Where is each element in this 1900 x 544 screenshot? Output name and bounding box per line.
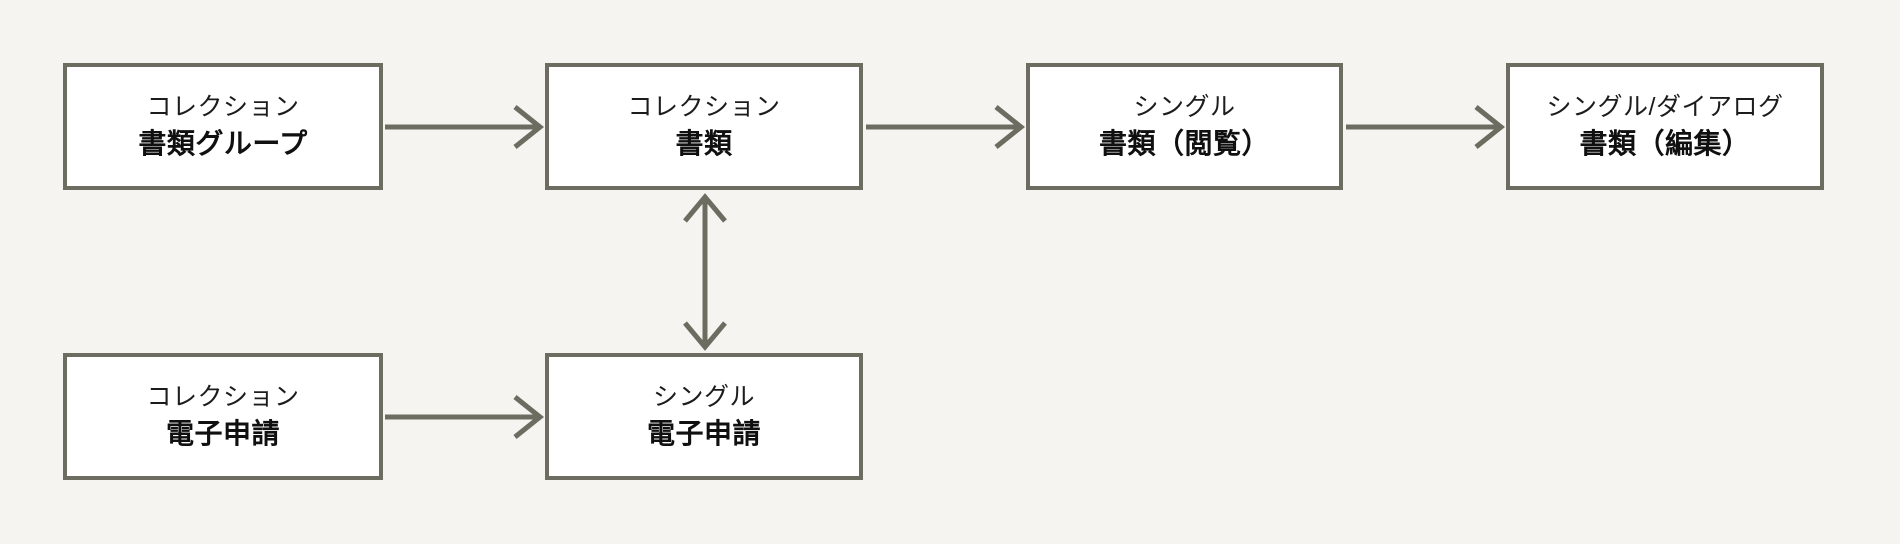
- node-kind-label: コレクション: [627, 92, 781, 121]
- arrow-document-eapp-bidirectional: [683, 193, 727, 351]
- node-kind-label: シングル: [652, 382, 755, 411]
- node-title-label: 電子申請: [165, 417, 280, 449]
- node-title-label: 書類: [675, 127, 733, 159]
- node-document-group-collection[interactable]: コレクション 書類グループ: [63, 63, 383, 190]
- node-title-label: 書類グループ: [138, 127, 308, 159]
- node-document-collection[interactable]: コレクション 書類: [545, 63, 863, 190]
- arrow-group-to-document: [385, 105, 545, 149]
- node-title-label: 書類（閲覧）: [1098, 127, 1270, 159]
- arrow-document-to-view: [866, 105, 1026, 149]
- node-eapplication-collection[interactable]: コレクション 電子申請: [63, 353, 383, 480]
- node-document-single-view[interactable]: シングル 書類（閲覧）: [1026, 63, 1343, 190]
- node-title-label: 書類（編集）: [1579, 127, 1751, 159]
- node-kind-label: コレクション: [146, 382, 300, 411]
- arrow-eapp-collection-to-single: [385, 395, 545, 439]
- node-kind-label: コレクション: [146, 92, 300, 121]
- node-document-single-edit[interactable]: シングル/ダイアログ 書類（編集）: [1506, 63, 1824, 190]
- node-eapplication-single[interactable]: シングル 電子申請: [545, 353, 863, 480]
- node-kind-label: シングル/ダイアログ: [1546, 92, 1784, 121]
- node-title-label: 電子申請: [646, 417, 761, 449]
- node-kind-label: シングル: [1133, 92, 1236, 121]
- arrow-view-to-edit: [1346, 105, 1506, 149]
